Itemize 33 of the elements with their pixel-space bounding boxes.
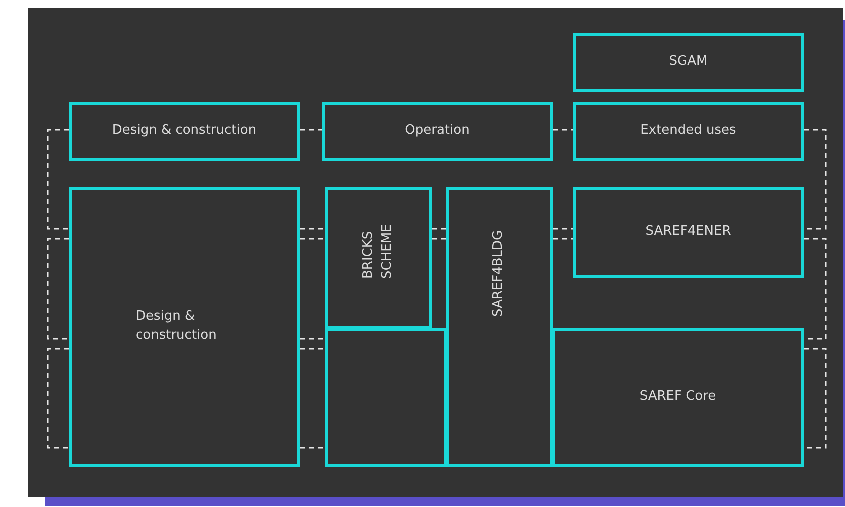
dashed-connector (432, 228, 446, 230)
ontology-box (552, 328, 804, 467)
dashed-connector (804, 129, 827, 230)
dashed-connector (300, 338, 325, 340)
dashed-connector (553, 228, 573, 230)
ontology-box (573, 187, 804, 278)
ontology-box (325, 187, 432, 329)
box-label: SGAM (669, 53, 708, 72)
box-label: Operation (405, 122, 470, 140)
dashed-connector (300, 348, 325, 350)
box-label: SAREF4ENER (646, 223, 732, 242)
dashed-connector (553, 129, 573, 131)
ontology-box (573, 102, 804, 161)
dashed-connector (300, 238, 325, 240)
box-label: Extended uses (640, 122, 736, 140)
dashed-connector (300, 129, 322, 131)
box-label: BRICKS SCHEME (360, 223, 396, 279)
dashed-connector (300, 447, 325, 449)
box-label: Design & construction (112, 122, 257, 140)
box-label: SAREF Core (640, 388, 716, 406)
ontology-box (446, 187, 553, 467)
dashed-connector (553, 238, 573, 240)
dashed-connector (47, 129, 69, 230)
dashed-connector (300, 228, 325, 230)
dashed-connector (432, 238, 446, 240)
box-label: Design & construction (136, 308, 218, 345)
empty-box (325, 328, 447, 467)
ontology-box (322, 102, 553, 161)
ontology-box (69, 102, 300, 161)
box-label: SAREF4BLDG (490, 229, 508, 317)
ontology-box (573, 33, 804, 92)
ontology-box (69, 187, 300, 467)
dashed-connector (804, 238, 827, 340)
